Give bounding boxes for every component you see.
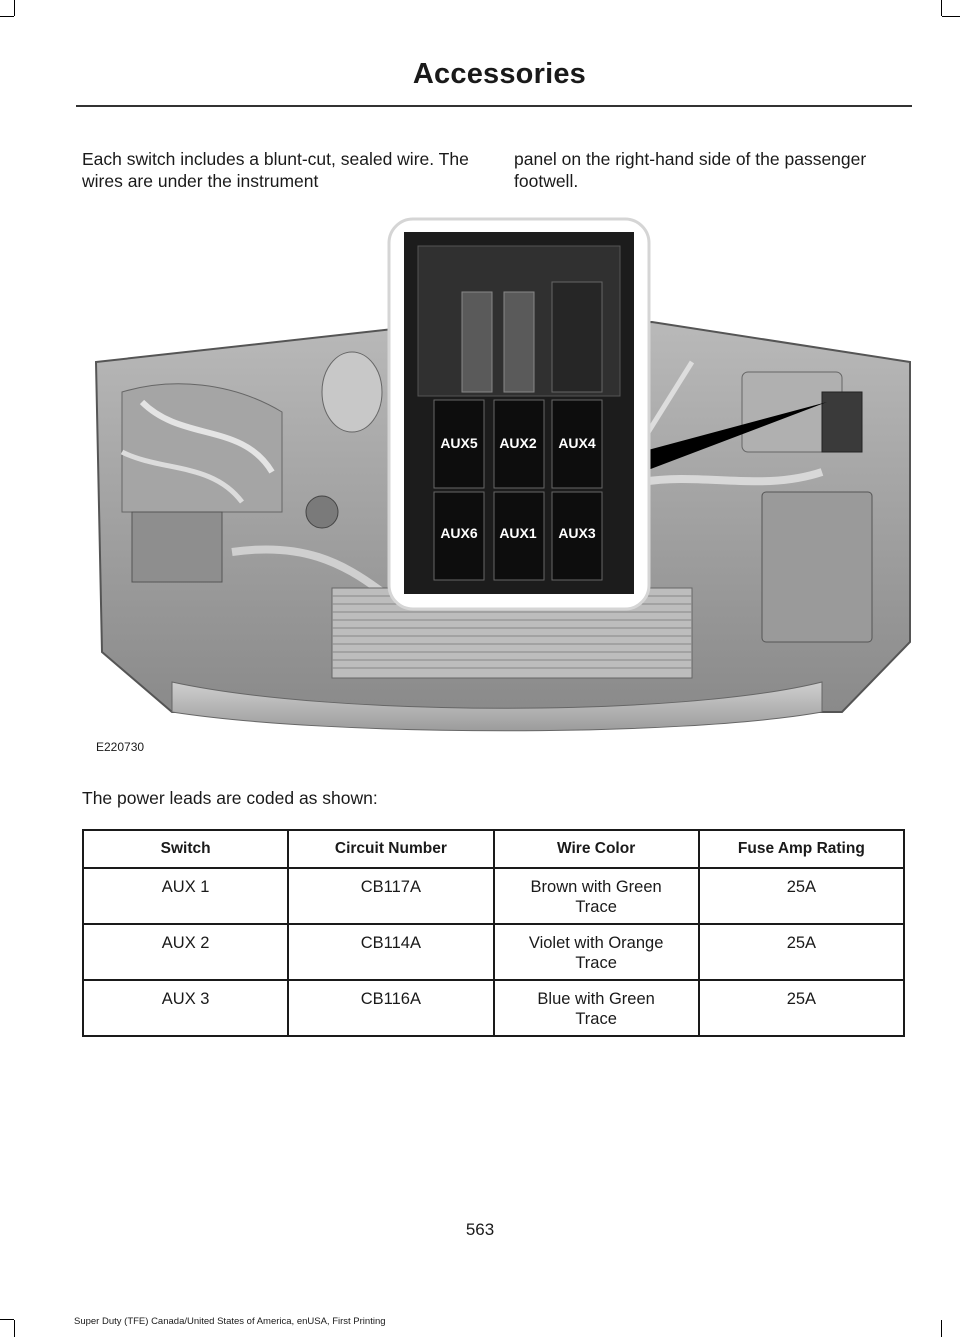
switch-label-aux5: AUX5: [440, 435, 478, 451]
crop-mark: [14, 0, 15, 16]
crop-mark: [941, 1320, 942, 1337]
cell-circuit-number: CB116A: [287, 979, 495, 1037]
crop-mark: [0, 1319, 14, 1320]
power-leads-table: Switch Circuit Number Wire Color Fuse Am…: [81, 829, 906, 1037]
cell-wire-color: Brown with Green Trace: [492, 867, 700, 925]
switch-label-aux6: AUX6: [440, 525, 478, 541]
footer-text: Super Duty (TFE) Canada/United States of…: [74, 1316, 386, 1327]
table-header-row: Switch Circuit Number Wire Color Fuse Am…: [81, 829, 906, 869]
page-title: Accessories: [412, 58, 586, 90]
column-header-switch: Switch: [81, 829, 290, 869]
cell-circuit-number: CB117A: [287, 867, 495, 925]
switch-label-aux4: AUX4: [558, 435, 596, 451]
crop-mark: [0, 16, 14, 17]
crop-mark: [941, 0, 942, 16]
cell-switch: AUX 2: [81, 923, 290, 981]
crop-mark: [942, 16, 960, 17]
cell-switch: AUX 1: [81, 867, 290, 925]
engine-bay-drawing: AUX5 AUX2 AUX4 AUX6 AUX1 AUX3: [94, 217, 911, 732]
switch-label-aux2: AUX2: [499, 435, 537, 451]
intro-text-left: Each switch includes a blunt-cut, sealed…: [82, 149, 469, 191]
intro-text-right: panel on the right-hand side of the pass…: [514, 149, 867, 191]
cell-wire-color: Blue with Green Trace: [492, 979, 700, 1037]
switch-label-aux1: AUX1: [499, 525, 537, 541]
switch-label-aux3: AUX3: [558, 525, 596, 541]
cell-wire-color: Violet with Orange Trace: [492, 923, 700, 981]
cell-fuse-amp-rating: 25A: [697, 979, 906, 1037]
table-row: AUX 2 CB114A Violet with Orange Trace 25…: [81, 923, 906, 981]
table-row: AUX 3 CB116A Blue with Green Trace 25A: [81, 979, 906, 1037]
lead-text: The power leads are coded as shown:: [82, 788, 378, 808]
cell-fuse-amp-rating: 25A: [697, 923, 906, 981]
column-header-fuse-amp-rating: Fuse Amp Rating: [697, 829, 906, 869]
column-header-wire-color: Wire Color: [492, 829, 700, 869]
engine-bay-illustration: AUX5 AUX2 AUX4 AUX6 AUX1 AUX3: [82, 212, 912, 772]
crop-mark: [14, 1320, 15, 1337]
cell-switch: AUX 3: [81, 979, 290, 1037]
figure-code: E220730: [96, 740, 145, 754]
column-header-circuit-number: Circuit Number: [287, 829, 495, 869]
page-number: 563: [465, 1220, 495, 1239]
cell-circuit-number: CB114A: [287, 923, 495, 981]
header-rule: [76, 105, 912, 107]
table-row: AUX 1 CB117A Brown with Green Trace 25A: [81, 867, 906, 925]
cell-fuse-amp-rating: 25A: [697, 867, 906, 925]
